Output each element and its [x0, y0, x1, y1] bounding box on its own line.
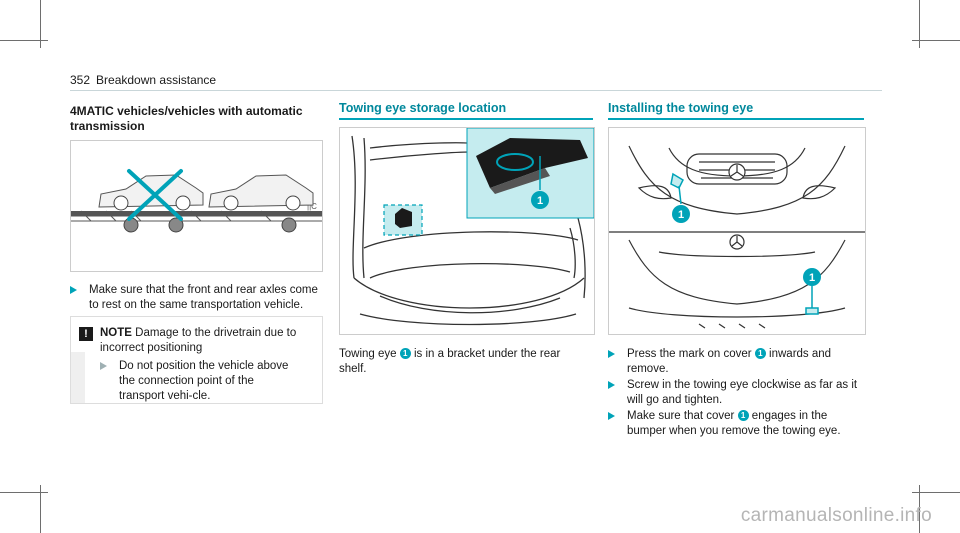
note-shading	[71, 352, 85, 403]
page-header: 352 Breakdown assistance	[70, 73, 216, 87]
right-heading: Installing the towing eye	[608, 101, 754, 115]
crop-mark	[0, 40, 48, 41]
middle-caption: Towing eye 1 is in a bracket under the r…	[339, 347, 589, 377]
crop-mark	[40, 0, 41, 48]
trunk-illustration: 1	[339, 127, 595, 335]
bullet-arrow-icon	[100, 362, 107, 370]
svg-text:||C: ||C	[307, 202, 317, 211]
warning-icon: !	[79, 327, 93, 341]
trunk-drawing: 1	[351, 127, 595, 326]
step-3-text: Make sure that cover 1 engages in the bu…	[627, 409, 857, 439]
transport-illustration: ||C	[70, 140, 323, 272]
caption-part2: is in a bracket under the rear shelf.	[339, 348, 561, 375]
header-rule	[70, 90, 882, 91]
bumper-illustration: 1 1	[608, 127, 866, 335]
note-header: NOTE Damage to the drivetrain due to inc…	[100, 326, 315, 356]
step-1-part1: Press the mark on cover	[627, 348, 752, 360]
left-heading: 4MATIC vehicles/vehicles with automatic …	[70, 104, 303, 133]
note-title: NOTE	[100, 327, 132, 339]
step-3-part2: engages in the bumper when you remove th…	[627, 410, 841, 437]
note-box: ! NOTE Damage to the drivetrain due to i…	[70, 316, 323, 404]
crop-mark	[0, 492, 48, 493]
bullet-arrow-icon	[70, 286, 77, 294]
step-1-text: Press the mark on cover 1 inwards and re…	[627, 347, 857, 377]
step-2-text: Screw in the towing eye clockwise as far…	[627, 379, 858, 406]
middle-heading-rule	[339, 118, 593, 120]
middle-heading: Towing eye storage location	[339, 101, 507, 115]
crop-mark	[919, 0, 920, 48]
bullet-arrow-icon	[608, 350, 615, 358]
front-callout: 1	[678, 209, 684, 221]
transport-drawing: ||C	[71, 169, 322, 233]
caption-part1: Towing eye	[339, 348, 397, 360]
right-heading-rule	[608, 118, 864, 120]
note-bullet: Do not position the vehicle above the co…	[100, 359, 290, 404]
crop-mark	[919, 485, 920, 533]
note-text-line1: Damage to the drivetrain due to	[135, 327, 297, 339]
step-1-part2: inwards and remove.	[627, 348, 832, 375]
bullet-arrow-icon	[608, 412, 615, 420]
page-number: 352	[70, 73, 91, 87]
inset-callout: 1	[537, 195, 543, 207]
crop-mark	[912, 492, 960, 493]
bumper-drawing: 1 1	[609, 145, 865, 329]
bullet-text: Make sure that the front and rear axles …	[89, 284, 318, 311]
left-bullet: Make sure that the front and rear axles …	[70, 283, 325, 315]
watermark: carmanualsonline.info	[740, 505, 932, 526]
callout-1-badge: 1	[754, 348, 766, 359]
bullet-arrow-icon	[608, 381, 615, 389]
rear-callout: 1	[809, 272, 815, 284]
crop-mark	[40, 485, 41, 533]
callout-1-badge: 1	[737, 410, 749, 421]
note-text-line2: incorrect positioning	[100, 342, 203, 354]
callout-1-badge: 1	[399, 348, 411, 359]
section-title: Breakdown assistance	[96, 73, 217, 87]
crop-mark	[912, 40, 960, 41]
note-bullet-text: Do not position the vehicle above the co…	[119, 360, 289, 402]
step-3-part1: Make sure that cover	[627, 410, 735, 422]
